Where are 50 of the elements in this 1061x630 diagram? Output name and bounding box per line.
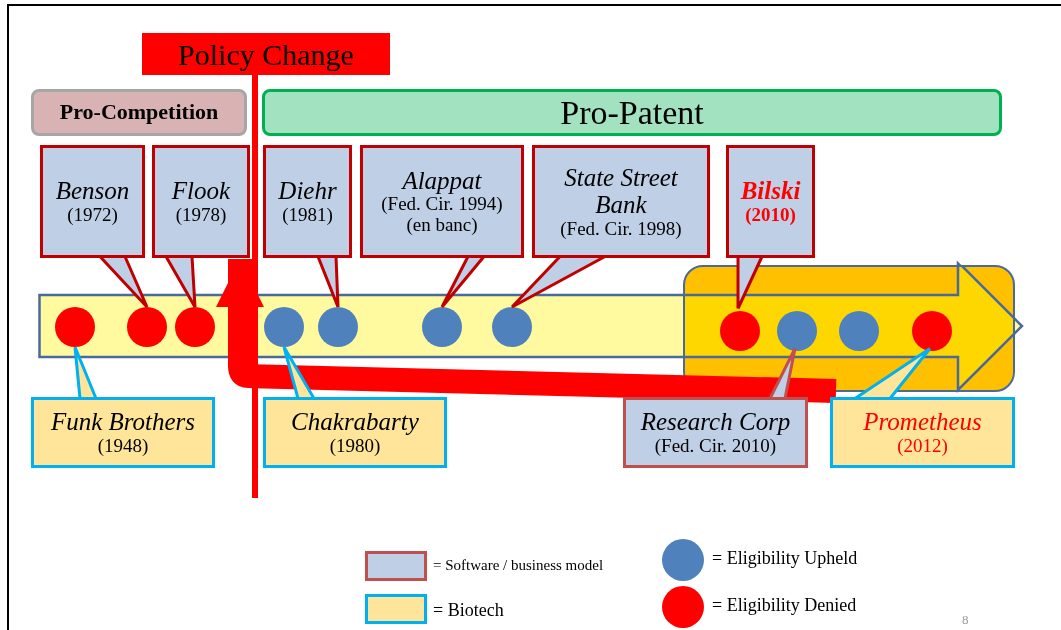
case-citation: (1980): [329, 435, 381, 457]
case-citation: (Fed. Cir. 1998): [560, 218, 682, 240]
callout-pointer: [315, 255, 340, 309]
callout-pointer: [73, 345, 98, 400]
era-band: [31, 89, 247, 136]
legend-text: = Biotech: [433, 600, 504, 621]
callout-pointer: [440, 255, 486, 309]
callout-box: [360, 145, 524, 258]
banner-title: Policy Change: [178, 37, 354, 71]
page-number: 8: [962, 612, 969, 628]
callout-box: [263, 397, 447, 468]
case-name: Research Corp: [640, 408, 791, 436]
legend-text: = Eligibility Denied: [712, 595, 857, 616]
callout-box: [263, 145, 352, 258]
case-name: Benson: [55, 177, 130, 205]
callout-box: [31, 397, 215, 468]
case-name: State Street Bank: [563, 163, 679, 219]
case-name: Bilski: [740, 177, 801, 205]
callout-pointer: [282, 345, 316, 400]
callout-box: [623, 397, 808, 468]
case-citation: (1972): [67, 204, 118, 226]
case-citation: (1981): [282, 204, 333, 226]
highlight-box: [683, 265, 1015, 392]
case-name: Flook: [171, 177, 231, 205]
callout-box: [40, 145, 145, 258]
callout-pointer: [163, 255, 197, 309]
era-band: [262, 89, 1002, 136]
case-citation: (1978): [175, 204, 227, 226]
arrow: [216, 259, 837, 403]
legend-text: = Eligibility Upheld: [712, 548, 858, 569]
case-citation: (Fed. Cir. 1994) (en banc): [380, 194, 504, 237]
timeline-band: [38, 262, 1024, 392]
case-name: Diehr: [278, 177, 337, 205]
case-name: Chakrabarty: [291, 408, 419, 436]
case-name: Prometheus: [863, 408, 982, 436]
era-title: Pro-Patent: [560, 93, 704, 132]
case-citation: (1948): [97, 435, 149, 457]
callout-pointer: [510, 255, 607, 309]
legend-text: = Software / business model: [433, 557, 604, 574]
case-citation: (2010): [745, 204, 796, 226]
case-citation: (2012): [897, 435, 948, 457]
case-citation: (Fed. Cir. 2010): [654, 435, 777, 457]
case-name: Funk Brothers: [50, 408, 196, 436]
case-name: Alappat: [402, 166, 482, 195]
callout-pointer: [736, 255, 764, 310]
callout-box: [152, 145, 250, 258]
era-title: Pro-Competition: [59, 100, 219, 125]
callout-box: [726, 145, 815, 258]
banner: [142, 33, 390, 75]
callout-pointer: [767, 347, 797, 400]
